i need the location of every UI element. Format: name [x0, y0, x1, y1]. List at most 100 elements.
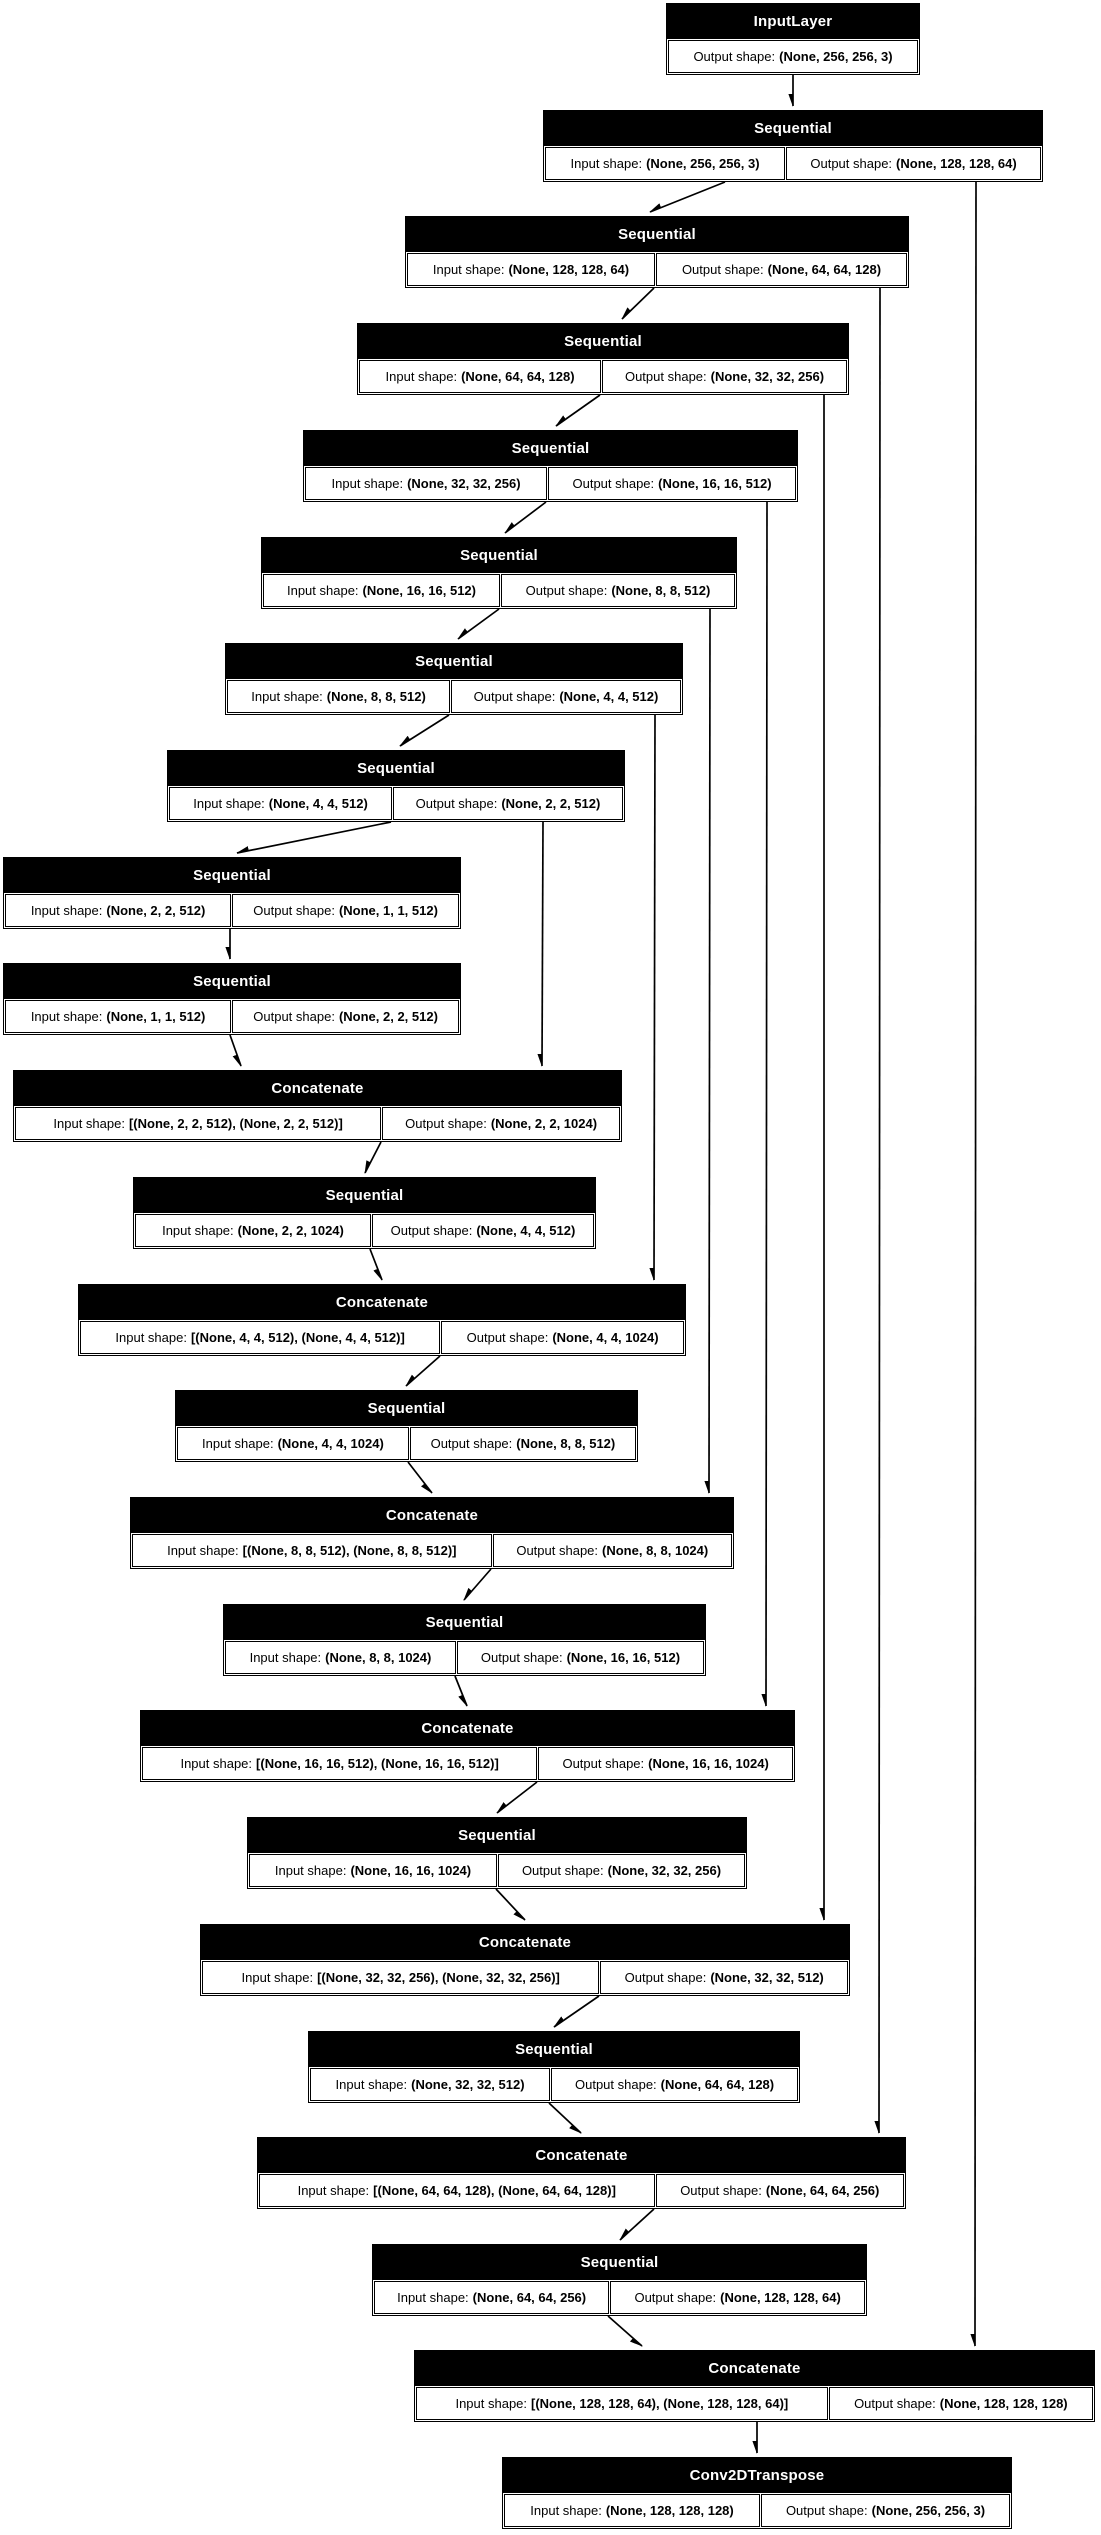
input-shape-cell: Input shape: [(None, 4, 4, 512), (None, … — [81, 1322, 440, 1353]
output-shape-label: Output shape: — [473, 689, 556, 704]
output-shape-label: Output shape: — [466, 1330, 549, 1345]
input-shape-value: (None, 4, 4, 512) — [268, 796, 368, 811]
input-shape-cell: Input shape: [(None, 128, 128, 64), (Non… — [417, 2388, 827, 2419]
output-shape-value: (None, 128, 128, 64) — [896, 156, 1017, 171]
layer-type-label: Sequential — [458, 1827, 536, 1844]
output-shape-label: Output shape: — [624, 369, 707, 384]
input-shape-cell: Input shape: (None, 8, 8, 512) — [228, 681, 450, 712]
flow-arrow — [620, 2208, 655, 2240]
input-shape-value: (None, 1, 1, 512) — [106, 1009, 206, 1024]
input-shape-value: [(None, 16, 16, 512), (None, 16, 16, 512… — [256, 1756, 499, 1771]
output-shape-value: (None, 2, 2, 1024) — [490, 1116, 598, 1131]
skip-connection-arrow — [654, 714, 656, 1280]
flow-arrow — [458, 608, 500, 640]
flow-arrow — [364, 1141, 382, 1173]
layer-type-label: Concatenate — [421, 1720, 514, 1737]
input-shape-value: (None, 64, 64, 128) — [461, 369, 575, 384]
shape-cells-row: Input shape: (None, 4, 4, 1024)Output sh… — [175, 1427, 638, 1462]
input-shape-value: (None, 256, 256, 3) — [646, 156, 760, 171]
output-shape-cell: Output shape: (None, 256, 256, 3) — [762, 2495, 1009, 2526]
flow-arrow — [650, 181, 726, 213]
input-shape-cell: Input shape: [(None, 64, 64, 128), (None… — [260, 2175, 654, 2206]
shape-cells-row: Input shape: (None, 128, 128, 128)Output… — [502, 2494, 1012, 2529]
shape-cells-row: Input shape: (None, 32, 32, 256)Output s… — [303, 467, 798, 502]
shape-cells-row: Input shape: (None, 128, 128, 64)Output … — [405, 253, 909, 288]
output-shape-value: (None, 32, 32, 256) — [607, 1863, 722, 1878]
input-shape-cell: Input shape: (None, 16, 16, 1024) — [250, 1855, 496, 1886]
input-shape-label: Input shape: — [397, 2290, 469, 2305]
output-shape-label: Output shape: — [624, 1970, 707, 1985]
input-shape-value: (None, 2, 2, 1024) — [237, 1223, 344, 1238]
input-shape-label: Input shape: — [202, 1436, 274, 1451]
input-shape-label: Input shape: — [167, 1543, 239, 1558]
flow-arrow — [237, 821, 392, 854]
input-shape-cell: Input shape: [(None, 8, 8, 512), (None, … — [133, 1535, 491, 1566]
flow-arrow — [548, 2102, 581, 2133]
shape-cells-row: Output shape: (None, 256, 256, 3) — [666, 40, 920, 75]
layer-type-label: Sequential — [618, 226, 696, 243]
input-shape-value: (None, 2, 2, 512) — [106, 903, 206, 918]
output-shape-label: Output shape: — [480, 1650, 563, 1665]
input-shape-label: Input shape: — [455, 2396, 528, 2411]
input-shape-label: Input shape: — [274, 1863, 347, 1878]
input-shape-label: Input shape: — [530, 2503, 602, 2518]
input-shape-cell: Input shape: (None, 128, 128, 128) — [505, 2495, 760, 2526]
output-shape-label: Output shape: — [575, 2077, 657, 2092]
input-shape-label: Input shape: — [53, 1116, 125, 1131]
output-shape-cell: Output shape: (None, 1, 1, 512) — [233, 895, 458, 926]
output-shape-label: Output shape: — [680, 2183, 762, 2198]
shape-cells-row: Input shape: [(None, 64, 64, 128), (None… — [257, 2174, 906, 2209]
input-shape-label: Input shape: — [385, 369, 458, 384]
input-shape-value: (None, 8, 8, 512) — [326, 689, 426, 704]
shape-cells-row: Input shape: (None, 16, 16, 512)Output s… — [261, 574, 737, 609]
input-shape-cell: Input shape: (None, 16, 16, 512) — [264, 575, 499, 606]
output-shape-label: Output shape: — [634, 2290, 717, 2305]
skip-connection-arrow — [709, 608, 711, 1493]
layer-type-label: Sequential — [325, 1187, 404, 1204]
input-shape-label: Input shape: — [30, 903, 103, 918]
output-shape-label: Output shape: — [430, 1436, 513, 1451]
output-shape-cell: Output shape: (None, 2, 2, 512) — [394, 788, 622, 819]
output-shape-cell: Output shape: (None, 32, 32, 256) — [499, 1855, 744, 1886]
flow-arrow — [495, 1888, 525, 1920]
input-shape-label: Input shape: — [180, 1756, 253, 1771]
shape-cells-row: Input shape: [(None, 4, 4, 512), (None, … — [78, 1321, 686, 1356]
input-shape-label: Input shape: — [162, 1223, 234, 1238]
output-shape-value: (None, 8, 8, 1024) — [602, 1543, 709, 1558]
input-shape-value: [(None, 4, 4, 512), (None, 4, 4, 512)] — [190, 1330, 405, 1345]
output-shape-cell: Output shape: (None, 32, 32, 512) — [601, 1962, 847, 1993]
output-shape-cell: Output shape: (None, 128, 128, 64) — [611, 2282, 864, 2313]
output-shape-cell: Output shape: (None, 4, 4, 512) — [372, 1215, 593, 1246]
output-shape-label: Output shape: — [785, 2503, 868, 2518]
output-shape-label: Output shape: — [681, 262, 764, 277]
input-shape-cell: Input shape: (None, 256, 256, 3) — [546, 148, 785, 179]
output-shape-label: Output shape: — [390, 1223, 473, 1238]
flow-arrow — [554, 1995, 600, 2028]
input-shape-label: Input shape: — [286, 583, 359, 598]
skip-connection-arrow — [542, 821, 544, 1066]
output-shape-cell: Output shape: (None, 64, 64, 128) — [657, 254, 906, 285]
input-shape-value: (None, 8, 8, 1024) — [325, 1650, 432, 1665]
flow-arrow — [556, 394, 601, 427]
input-shape-cell: Input shape: [(None, 16, 16, 512), (None… — [143, 1748, 537, 1779]
shape-cells-row: Input shape: (None, 2, 2, 1024) Output sh… — [133, 1214, 596, 1249]
layer-type-label: Sequential — [357, 760, 435, 777]
output-shape-cell: Output shape: (None, 8, 8, 512) — [502, 575, 734, 606]
input-shape-cell: Input shape: (None, 64, 64, 256) — [375, 2282, 609, 2313]
input-shape-cell: Input shape: (None, 1, 1, 512) — [6, 1001, 231, 1032]
output-shape-value: (None, 16, 16, 1024) — [648, 1756, 769, 1771]
output-shape-value: (None, 1, 1, 512) — [338, 903, 438, 918]
flow-arrow — [497, 1781, 538, 1814]
layer-type-label: Sequential — [511, 440, 590, 457]
output-shape-value: (None, 128, 128, 128) — [939, 2396, 1068, 2411]
flow-arrow — [622, 287, 655, 319]
